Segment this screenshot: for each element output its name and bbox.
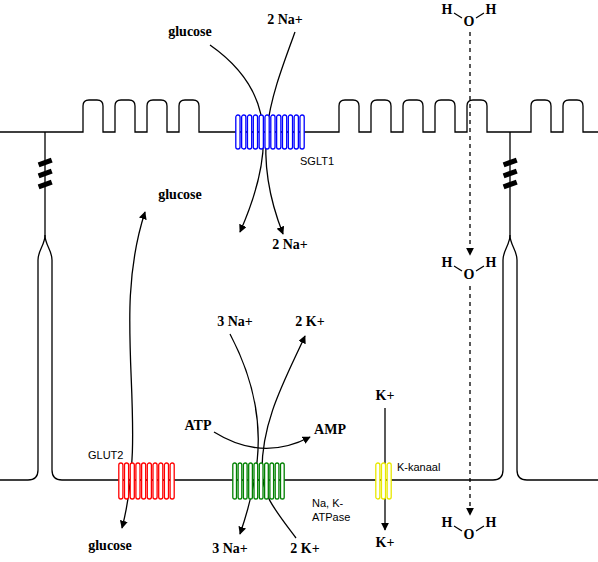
ion-label: K+ — [376, 388, 395, 404]
lateral-membrane — [0, 132, 45, 480]
glut2-transporter: GLUT2 — [118, 462, 175, 500]
helix — [270, 463, 274, 499]
basal-membrane — [45, 132, 510, 480]
helix — [277, 115, 281, 149]
helix — [381, 463, 385, 499]
substrate-label: glucose — [158, 187, 202, 203]
atom-label: H — [442, 515, 453, 531]
helix — [254, 463, 258, 499]
helix — [288, 115, 292, 149]
lateral-membrane — [510, 235, 598, 480]
atom-label: H — [442, 255, 453, 271]
helix — [236, 115, 240, 149]
helix — [281, 463, 285, 499]
ion-label: 3 Na+ — [217, 314, 253, 330]
transporter-label: K-kanaal — [397, 460, 440, 474]
ion-label: 2 Na+ — [272, 237, 308, 253]
atom-label: H — [486, 515, 497, 531]
helix — [275, 463, 279, 499]
helix — [142, 463, 146, 499]
helix — [125, 463, 129, 499]
transporter-label: Na, K-ATPase — [312, 496, 366, 524]
helix — [300, 115, 304, 149]
energy-label: ATP — [185, 418, 212, 434]
helix — [130, 463, 134, 499]
flux-arrow — [122, 32, 470, 538]
helix-shape — [235, 114, 305, 150]
helix — [247, 115, 251, 149]
atom-label: O — [464, 267, 475, 283]
helix — [170, 463, 174, 499]
atom-label: O — [464, 14, 475, 30]
ion-label: 2 Na+ — [267, 12, 303, 28]
helix — [376, 463, 380, 499]
helix — [294, 115, 298, 149]
substrate-label: glucose — [168, 24, 212, 40]
helix — [159, 463, 163, 499]
helix — [238, 463, 242, 499]
energy-label: AMP — [314, 422, 346, 438]
transporter-label: SGLT1 — [300, 154, 334, 168]
helix — [233, 463, 237, 499]
transporter-label: GLUT2 — [88, 448, 123, 462]
substrate-label: glucose — [88, 538, 132, 554]
ion-label: 3 Na+ — [212, 541, 248, 557]
ion-label: 2 K+ — [295, 314, 324, 330]
atom-label: O — [464, 527, 475, 543]
helix — [271, 115, 275, 149]
helix — [265, 463, 269, 499]
helix — [147, 463, 151, 499]
atom-label: H — [486, 255, 497, 271]
helix — [119, 463, 123, 499]
helix — [253, 115, 257, 149]
helix — [153, 463, 157, 499]
helix — [387, 463, 391, 499]
helix — [265, 115, 269, 149]
water-bond — [454, 13, 484, 531]
sglt1-transporter: SGLT1 — [235, 114, 305, 150]
helix-shape — [118, 462, 175, 500]
helix — [259, 463, 263, 499]
helix-shape — [232, 462, 285, 500]
helix — [242, 115, 246, 149]
ion-label: K+ — [376, 535, 395, 551]
helix — [136, 463, 140, 499]
helix — [164, 463, 168, 499]
atom-label: H — [486, 2, 497, 18]
helix-shape — [375, 462, 392, 500]
helix — [282, 115, 286, 149]
atom-label: H — [442, 2, 453, 18]
helix — [249, 463, 253, 499]
potassium-channel: K-kanaal — [375, 462, 392, 500]
ion-label: 2 K+ — [290, 541, 319, 557]
sodium-potassium-pump: Na, K-ATPase — [232, 462, 285, 500]
tight-junction — [38, 158, 518, 189]
helix — [243, 463, 247, 499]
helix — [259, 115, 263, 149]
